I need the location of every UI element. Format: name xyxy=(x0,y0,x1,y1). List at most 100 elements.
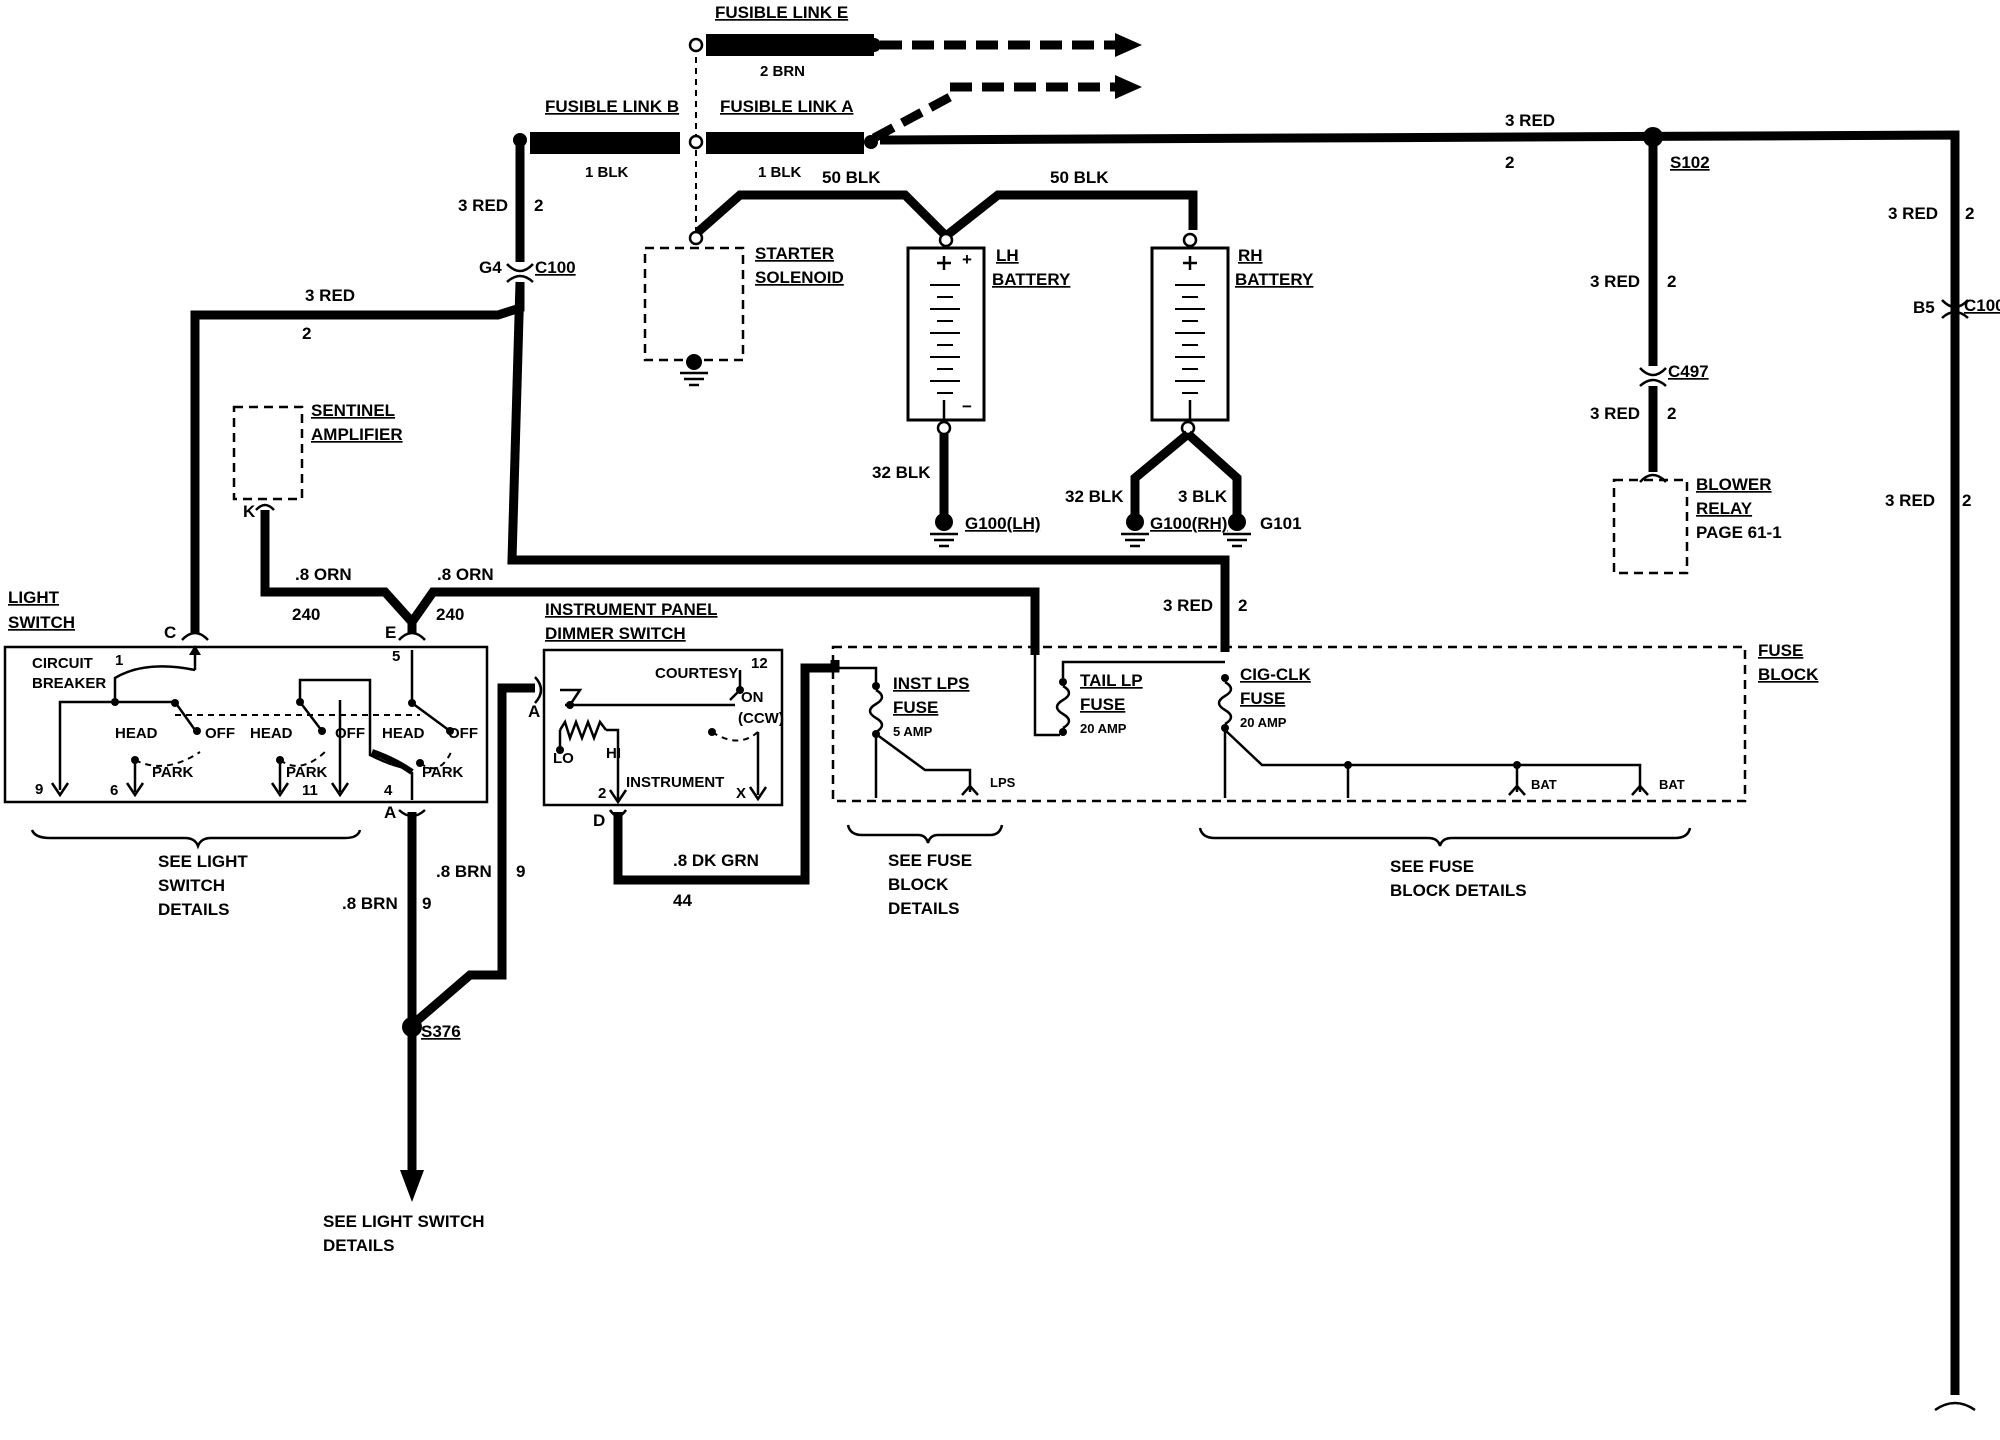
fusible-link-a-label: FUSIBLE LINK A xyxy=(720,97,853,116)
see-fuse-1-l3: DETAILS xyxy=(888,899,959,918)
lps-label: LPS xyxy=(990,775,1016,790)
left-feed-gauge: 3 RED xyxy=(458,196,508,215)
park-label-2: PARK xyxy=(286,764,328,781)
orn-fuse-gauge: .8 ORN xyxy=(437,565,494,584)
rh-battery-label-1: RH xyxy=(1238,246,1263,265)
starter-solenoid: STARTER SOLENOID xyxy=(643,150,844,387)
orn-fuse-circuit: 240 xyxy=(436,605,464,624)
left-feed-circuit: 2 xyxy=(534,196,543,215)
courtesy-label: COURTESY xyxy=(655,665,738,682)
blower-label-2: RELAY xyxy=(1696,499,1753,518)
see-light-switch-note: SEE LIGHT SWITCH DETAILS xyxy=(30,829,362,919)
park-label-3: PARK xyxy=(422,764,464,781)
see-light-bottom-2: DETAILS xyxy=(323,1236,394,1255)
fusible-link-e: FUSIBLE LINK E 2 BRN xyxy=(688,3,1142,135)
c100-right-label: C100 xyxy=(1964,296,2000,315)
see-fuse-notes: SEE FUSE BLOCK DETAILS SEE FUSE BLOCK DE… xyxy=(846,824,1692,918)
main-feed-wire: 3 RED 2 xyxy=(879,111,1960,1395)
circuit-breaker-label-2: BREAKER xyxy=(32,675,106,692)
off-label-2: OFF xyxy=(335,725,365,742)
see-fuse-2-l2: BLOCK DETAILS xyxy=(1390,881,1527,900)
svg-text:−: − xyxy=(962,397,972,416)
blower-upper-gauge: 3 RED xyxy=(1590,272,1640,291)
dimmer-label-1: INSTRUMENT PANEL xyxy=(545,600,718,619)
left-horizontal-gauge: 3 RED xyxy=(305,286,355,305)
main-feed-circuit: 2 xyxy=(1505,153,1514,172)
term-4: 4 xyxy=(384,782,393,799)
fusible-link-a: FUSIBLE LINK A 1 BLK xyxy=(688,75,1142,181)
term-6: 6 xyxy=(110,782,118,799)
right-feed-labels: 3 RED 2 B5 C100 3 RED 2 xyxy=(1885,204,2000,1427)
park-label-1: PARK xyxy=(152,764,194,781)
see-light-switch-1: SEE LIGHT xyxy=(158,852,248,871)
g4-connector-label: G4 xyxy=(479,258,502,277)
rh-link-gauge: 50 BLK xyxy=(1050,168,1109,187)
left-horizontal-circuit: 2 xyxy=(302,324,311,343)
sentinel-pin-k: K xyxy=(243,502,256,521)
light-switch-label-1: LIGHT xyxy=(8,588,60,607)
see-fuse-1-l2: BLOCK xyxy=(888,875,949,894)
g100-lh-label: G100(LH) xyxy=(965,514,1041,533)
circuit-breaker-label-1: CIRCUIT xyxy=(32,655,93,672)
svg-text:+: + xyxy=(962,250,972,269)
lh-battery-label-1: LH xyxy=(996,246,1019,265)
light-switch-label-2: SWITCH xyxy=(8,613,75,632)
on-label: ON xyxy=(741,689,764,706)
dimmer-label-2: DIMMER SWITCH xyxy=(545,624,686,643)
fusible-link-a-wire: 1 BLK xyxy=(758,164,802,181)
b5-label: B5 xyxy=(1913,298,1935,317)
blower-lower-circuit: 2 xyxy=(1667,404,1676,423)
main-feed-gauge: 3 RED xyxy=(1505,111,1555,130)
lo-label: LO xyxy=(553,750,574,767)
s102-label: S102 xyxy=(1670,153,1710,172)
inst-fuse-label-2: FUSE xyxy=(893,698,938,717)
starter-label-2: SOLENOID xyxy=(755,268,844,287)
see-fuse-2-l1: SEE FUSE xyxy=(1390,857,1474,876)
bat-label-2: BAT xyxy=(1659,777,1685,792)
see-light-switch-2: SWITCH xyxy=(158,876,225,895)
fuse-feed-gauge: 3 RED xyxy=(1163,596,1213,615)
sentinel-label-1: SENTINEL xyxy=(311,401,395,420)
c497-label: C497 xyxy=(1668,362,1709,381)
see-fuse-1-l1: SEE FUSE xyxy=(888,851,972,870)
term-1: 1 xyxy=(115,652,123,669)
brn-left-circuit: 9 xyxy=(422,894,431,913)
light-switch: C E A LIGHT SWITCH CIRCUIT BREAKER xyxy=(3,588,489,822)
blower-relay-branch: S102 3 RED 2 C497 3 RED 2 BLOWER RELAY P… xyxy=(1590,137,1782,575)
fuse-feed-circuit: 2 xyxy=(1238,596,1247,615)
dk-grn-circuit: 44 xyxy=(673,891,692,910)
fusible-link-b-wire: 1 BLK xyxy=(585,164,629,181)
head-label-2: HEAD xyxy=(250,725,293,742)
dk-grn-gauge: .8 DK GRN xyxy=(673,851,759,870)
fuse-block: FUSE BLOCK INST LPS FUSE 5 AMP LPS TAIL … xyxy=(831,641,1819,803)
brn-right-circuit: 9 xyxy=(516,862,525,881)
blower-label-3: PAGE 61-1 xyxy=(1696,523,1782,542)
right-top-gauge: 3 RED xyxy=(1888,204,1938,223)
dimmer-pin-d: D xyxy=(593,811,605,830)
instrument-label: INSTRUMENT xyxy=(626,774,724,791)
light-switch-pin-e: E xyxy=(385,623,396,642)
fuse-block-label-2: BLOCK xyxy=(1758,665,1819,684)
cig-fuse-label-1: CIG-CLK xyxy=(1240,665,1312,684)
fuse-block-label-1: FUSE xyxy=(1758,641,1803,660)
brn-right-gauge: .8 BRN xyxy=(436,862,492,881)
rh-battery-label-2: BATTERY xyxy=(1235,270,1314,289)
blower-label-1: BLOWER xyxy=(1696,475,1772,494)
bat-label-1: BAT xyxy=(1531,777,1557,792)
head-label-3: HEAD xyxy=(382,725,425,742)
cig-fuse-label-2: FUSE xyxy=(1240,689,1285,708)
light-switch-pin-c: C xyxy=(164,623,176,642)
g101-label: G101 xyxy=(1260,514,1302,533)
rh-ground-gauge-1: 32 BLK xyxy=(1065,487,1124,506)
see-light-switch-3: DETAILS xyxy=(158,900,229,919)
sentinel-amplifier: SENTINEL AMPLIFIER K .8 ORN 240 .8 ORN 2… xyxy=(232,401,1040,655)
rh-battery: RH BATTERY 32 BLK 3 BLK G100(RH) G101 xyxy=(1065,232,1314,548)
tail-fuse-label-2: FUSE xyxy=(1080,695,1125,714)
dimmer-pin-a: A xyxy=(528,702,540,721)
light-switch-pin-a: A xyxy=(384,803,396,822)
fusible-link-b-label: FUSIBLE LINK B xyxy=(545,97,679,116)
dimmer-switch: A INSTRUMENT PANEL DIMMER SWITCH COURTES… xyxy=(528,600,840,910)
c100-left-label: C100 xyxy=(535,258,576,277)
blower-upper-circuit: 2 xyxy=(1667,272,1676,291)
rh-ground-gauge-2: 3 BLK xyxy=(1178,487,1228,506)
